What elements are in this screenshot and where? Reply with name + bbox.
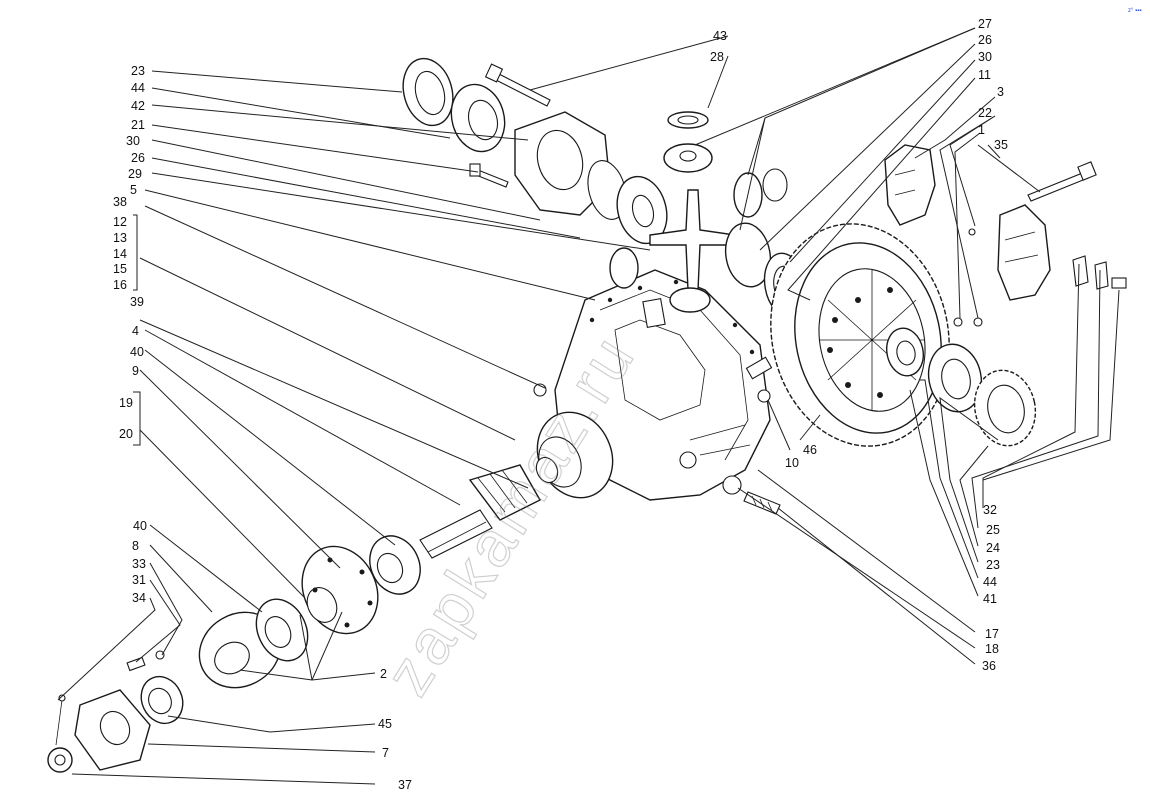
watermark: zapkamaz.ru: [371, 321, 650, 707]
tapered-roller-bearing-40: [369, 535, 421, 595]
callout-42: 42: [131, 99, 145, 113]
callout-35: 35: [994, 138, 1008, 152]
callout-38: 38: [113, 195, 127, 209]
bolt-35: [1027, 161, 1097, 202]
callout-11: 11: [978, 68, 991, 82]
callout-4: 4: [132, 324, 139, 338]
callout-18: 18: [985, 642, 999, 656]
callout-27: 27: [978, 17, 992, 31]
callout-46: 46: [803, 443, 817, 457]
callout-36: 36: [982, 659, 996, 673]
pinion-gear-27: [663, 143, 713, 173]
bracket-marks: [133, 214, 141, 446]
cotter-pin-34: [55, 694, 66, 746]
bearing-cap-3: [884, 144, 936, 226]
callout-39: 39: [130, 295, 144, 309]
bearing-44b: [927, 343, 983, 413]
flange-nut-37: [47, 747, 73, 773]
callout-15: 15: [113, 262, 127, 276]
companion-flange-7: [74, 689, 151, 771]
callout-12: 12: [113, 215, 127, 229]
bearing-44: [450, 83, 506, 153]
callout-44-right: 44: [983, 575, 997, 589]
callout-30-left: 30: [126, 134, 140, 148]
callout-13: 13: [113, 231, 127, 245]
crown-wheel-46: [770, 223, 950, 447]
callout-17: 17: [985, 627, 999, 641]
callout-8: 8: [132, 539, 139, 553]
callout-45: 45: [378, 717, 392, 731]
side-gear-26: [616, 175, 668, 245]
callout-20: 20: [119, 427, 133, 441]
callout-23-right: 23: [986, 558, 1000, 572]
differential-case-half-42: [514, 111, 611, 216]
pinion-gear-lower: [609, 247, 711, 313]
parts: [47, 57, 1127, 773]
pinion-gear-27b: [733, 168, 788, 218]
callout-40-lower: 40: [133, 519, 147, 533]
callout-29: 29: [128, 167, 142, 181]
side-gear-26b: [724, 222, 772, 288]
callout-19: 19: [119, 396, 133, 410]
callout-26-left: 26: [131, 151, 145, 165]
callout-3: 3: [997, 85, 1004, 99]
callout-33: 33: [132, 557, 146, 571]
callout-7: 7: [382, 746, 389, 760]
callout-2: 2: [380, 667, 387, 681]
callout-37: 37: [398, 778, 412, 792]
bolt-33-washer-31: [126, 650, 165, 672]
callout-34: 34: [132, 591, 146, 605]
callout-5: 5: [130, 183, 137, 197]
callout-28: 28: [710, 50, 724, 64]
callout-9: 9: [132, 364, 139, 378]
drive-pinion: [419, 464, 541, 559]
plug-17-18: [722, 475, 742, 495]
callout-43: 43: [713, 29, 727, 43]
leader-lines: [57, 27, 1120, 785]
oil-seal-23: [402, 57, 454, 127]
callout-10: 10: [785, 456, 799, 470]
corner-mark: z° ▪▪▪: [1128, 8, 1141, 14]
callout-40-upper: 40: [130, 345, 144, 359]
callout-26-right: 26: [978, 33, 992, 47]
callout-25: 25: [986, 523, 1000, 537]
thrust-washer-28: [667, 111, 709, 129]
callout-21: 21: [131, 118, 145, 132]
callout-23-left: 23: [131, 64, 145, 78]
callout-22: 22: [978, 106, 992, 120]
bolt-43: [484, 63, 551, 107]
callout-31: 31: [132, 573, 146, 587]
callout-32: 32: [983, 503, 997, 517]
locking-plate-32: [1072, 255, 1127, 290]
oil-seal-45: [140, 675, 184, 725]
adjusting-nut-23b: [973, 369, 1037, 447]
callout-labels: 43 28 27 26 30 11 3 22 1 35 23 44 42 21 …: [113, 17, 1008, 792]
bearing-cover-8: [198, 598, 309, 689]
pinion-bearing-cage-39: [301, 545, 379, 635]
bearing-cap-35: [997, 204, 1051, 301]
bolt-21: [469, 163, 509, 188]
pinion-bearing-cage: [535, 411, 614, 499]
callout-44-left: 44: [131, 81, 145, 95]
callout-1: 1: [978, 123, 985, 137]
callout-16: 16: [113, 278, 127, 292]
callout-14: 14: [113, 247, 127, 261]
callout-30-right: 30: [978, 50, 992, 64]
callout-41: 41: [983, 592, 997, 606]
callout-24: 24: [986, 541, 1000, 555]
